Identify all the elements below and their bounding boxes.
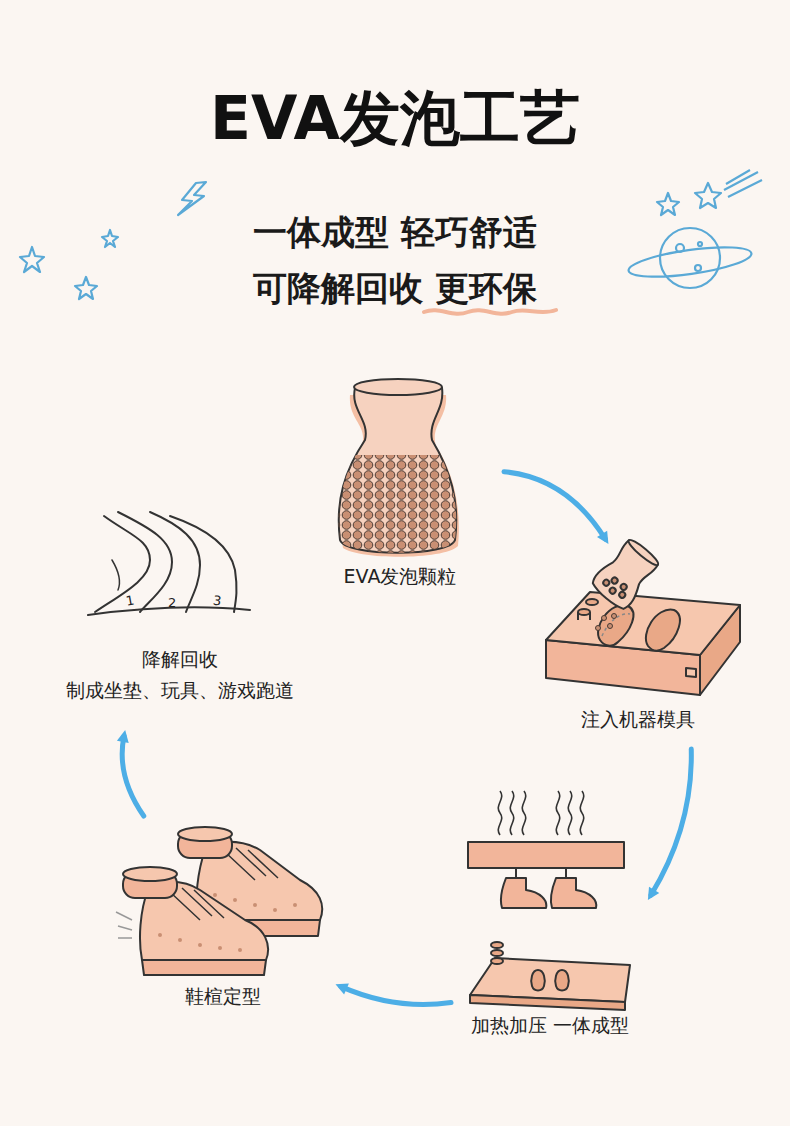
step-caption: 制成坐垫、玩具、游戏跑道 [66, 675, 294, 706]
title: EVA发泡工艺 [0, 82, 790, 154]
jar-illustration [330, 379, 470, 565]
process-step: 鞋楦定型 [110, 820, 335, 1016]
press-illustration [468, 791, 630, 1010]
step-caption-group: 鞋楦定型 [110, 981, 335, 1012]
step-caption-group: 注入机器模具 [530, 704, 745, 735]
lane-number: 2 [168, 594, 176, 611]
process-step: EVA发泡颗粒 [300, 370, 500, 596]
process-step: 加热加压 一体成型 [455, 795, 645, 1045]
flow-arrow [122, 736, 144, 816]
step-caption-group: EVA发泡颗粒 [300, 561, 500, 592]
step-caption-group: 加热加压 一体成型 [455, 1010, 645, 1041]
flow-arrow [504, 472, 605, 539]
step-caption-group: 降解回收制成坐垫、玩具、游戏跑道 [40, 644, 320, 706]
step-caption: EVA发泡颗粒 [344, 561, 457, 592]
lane-number: 1 [125, 591, 136, 609]
process-step: 注入机器模具 [530, 545, 745, 745]
shoes-illustration [116, 827, 322, 975]
process-step: 降解回收制成坐垫、玩具、游戏跑道 [40, 505, 320, 730]
track-illustration [88, 512, 250, 615]
flow-arrow [341, 987, 451, 1005]
mold-illustration [546, 535, 740, 695]
step-caption: 鞋楦定型 [185, 981, 261, 1012]
underline-wave [424, 310, 556, 314]
step-caption: 降解回收 [142, 644, 218, 675]
step-caption: 加热加压 一体成型 [471, 1010, 629, 1041]
lane-number: 3 [212, 592, 223, 610]
subtitle: 可降解回收 更环保 [0, 266, 790, 310]
flow-arrow [651, 749, 691, 895]
step-caption: 注入机器模具 [581, 704, 695, 735]
subtitle: 一体成型 轻巧舒适 [0, 210, 790, 254]
